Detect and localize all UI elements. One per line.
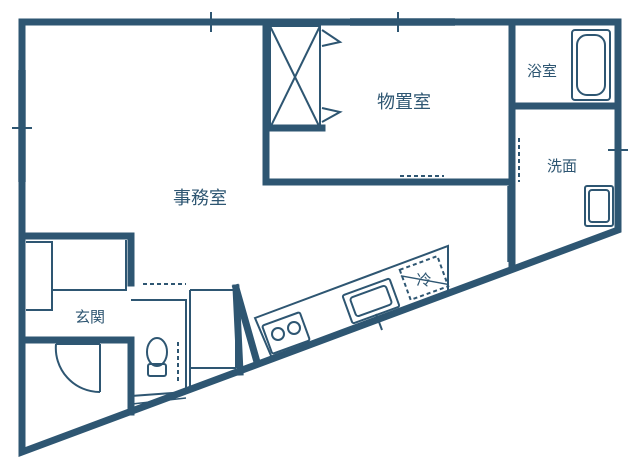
wash-basin [584, 185, 614, 227]
partition-marks [131, 186, 509, 405]
shoe-cabinet [26, 240, 127, 311]
interior-walls [18, 18, 622, 416]
kitchen-counter [253, 244, 449, 360]
storage-closet [262, 25, 343, 132]
fridge-label: 冷 [416, 271, 431, 289]
fridge-box [398, 254, 450, 302]
bathtub [571, 29, 611, 101]
entrance-door [54, 343, 101, 394]
room-label-entrance: 玄関 [75, 308, 105, 326]
room-label-storage: 物置室 [377, 92, 431, 113]
toilet-room [130, 289, 237, 397]
room-label-office: 事務室 [173, 188, 227, 209]
window-marks [12, 12, 628, 182]
room-label-washroom: 洗面 [547, 157, 577, 175]
room-label-bath: 浴室 [527, 62, 557, 80]
